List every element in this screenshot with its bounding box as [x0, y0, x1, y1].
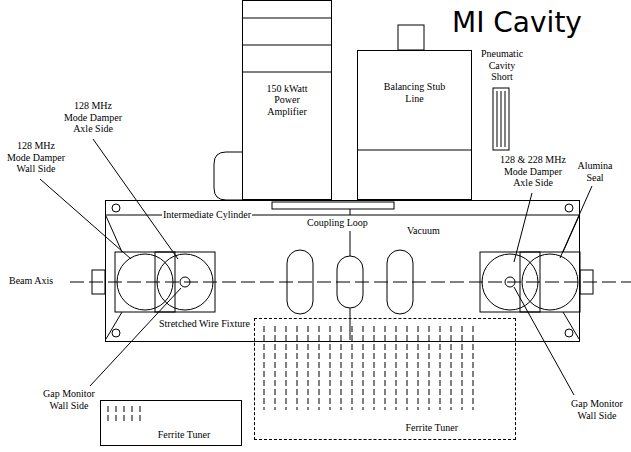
- ferrite-stack: [264, 326, 265, 410]
- ferrite-stack: [319, 326, 320, 410]
- coupling-plate: [272, 202, 394, 209]
- gap-monitor-port: [505, 277, 515, 287]
- part-label: 128 & 228 MHz Mode Damper Axle Side: [498, 154, 568, 189]
- stub-divider: [357, 150, 472, 151]
- part-label: Stretched Wire Fixture: [158, 318, 251, 330]
- ferrite-stack: [352, 326, 353, 410]
- part-label: Gap Monitor Wall Side: [40, 388, 98, 411]
- part-label: Alumina Seal: [574, 160, 616, 183]
- ferrite-stack: [462, 326, 463, 410]
- ferrite-stack: [451, 326, 452, 410]
- ferrite-tuner-box: Ferrite Tuner: [254, 318, 516, 440]
- part-label: Pneumatic Cavity Short: [477, 48, 527, 83]
- amplifier-side-port: [214, 152, 242, 200]
- accelerating-gap-oval: [387, 250, 413, 314]
- node-text: 150 kWatt Power Amplifier: [257, 83, 317, 118]
- stub-top-box: [398, 25, 424, 50]
- ferrite-tuner-box: Ferrite Tuner: [100, 400, 242, 446]
- amplifier-cylinder: 150 kWatt Power Amplifier: [242, 0, 332, 200]
- cavity-strut: [106, 312, 122, 339]
- ferrite-stack: [124, 406, 125, 422]
- ferrite-stack: [407, 326, 408, 410]
- ferrite-stack: [429, 326, 430, 410]
- node-text: Vacuum: [406, 225, 441, 237]
- corner-slot: [565, 204, 573, 212]
- leader-line: [514, 193, 532, 262]
- ferrite-stack: [473, 326, 474, 410]
- ferrite-stack: [297, 326, 298, 410]
- ferrite-stack: [140, 406, 141, 422]
- part-label: Coupling Loop: [306, 217, 369, 229]
- ferrite-stack: [440, 326, 441, 410]
- coupling-loop-line: [350, 209, 351, 215]
- coupling-loop-line: [350, 231, 351, 256]
- mode-damper-ring: [157, 254, 213, 310]
- tuner-ferrites: [108, 326, 473, 422]
- leader-line: [40, 179, 131, 259]
- leader-line: [90, 288, 181, 386]
- leader-line: [514, 287, 574, 395]
- part-label: 128 MHz Mode Damper Axle Side: [62, 100, 124, 135]
- coupling-loop-line: [350, 308, 351, 340]
- ferrite-stack: [385, 326, 386, 410]
- ferrite-stack: [116, 406, 117, 422]
- pneumatic-short: [493, 88, 509, 150]
- coupling: [272, 202, 394, 340]
- ferrite-stack: [132, 406, 133, 422]
- part-label: 128 MHz Mode Damper Wall Side: [5, 140, 67, 175]
- pneumatic-short-body: [493, 88, 509, 150]
- mode-damper-ring: [522, 254, 578, 310]
- corner-slot: [112, 329, 120, 337]
- ferrite-stack: [275, 326, 276, 410]
- part-label: Gap Monitor Wall Side: [568, 398, 626, 421]
- corner-slot: [112, 204, 120, 212]
- beam-axis-line: [70, 282, 631, 283]
- node-text: Balancing Stub Line: [378, 81, 451, 104]
- axis-label: Beam Axis: [8, 275, 54, 287]
- accelerating-gap-oval: [287, 250, 313, 314]
- amplifier-band: [242, 72, 332, 73]
- ferrite-stack: [330, 326, 331, 410]
- pneumatic-hatch: [505, 91, 506, 147]
- node-text: Ferrite Tuner: [405, 422, 460, 434]
- pneumatic-hatch: [497, 91, 498, 147]
- gap-monitor-port: [180, 277, 190, 287]
- stub-details: [357, 25, 472, 150]
- amplifier-bands: [214, 18, 332, 200]
- ferrite-stack: [286, 326, 287, 410]
- amplifier-band: [242, 45, 332, 46]
- pneumatic-hatch: [501, 91, 502, 147]
- ferrite-stack: [418, 326, 419, 410]
- ferrite-stack: [341, 326, 342, 410]
- ferrite-stack: [396, 326, 397, 410]
- stub-line-box: Balancing Stub Line: [357, 50, 472, 200]
- accelerating-gap-oval: [337, 256, 363, 308]
- leader-line: [560, 186, 592, 258]
- ferrite-stack: [374, 326, 375, 410]
- part-label: Intermediate Cylinder: [162, 209, 252, 221]
- cavity-strut: [563, 312, 579, 339]
- ferrite-stack: [363, 326, 364, 410]
- node-text: Ferrite Tuner: [157, 429, 212, 441]
- cavity-strut: [106, 216, 122, 252]
- amplifier-band: [242, 18, 332, 19]
- corner-slot: [565, 329, 573, 337]
- ferrite-stack: [308, 326, 309, 410]
- leader-lines: [40, 139, 592, 395]
- diagram-title: MI Cavity: [452, 6, 582, 40]
- ferrite-stack: [108, 406, 109, 422]
